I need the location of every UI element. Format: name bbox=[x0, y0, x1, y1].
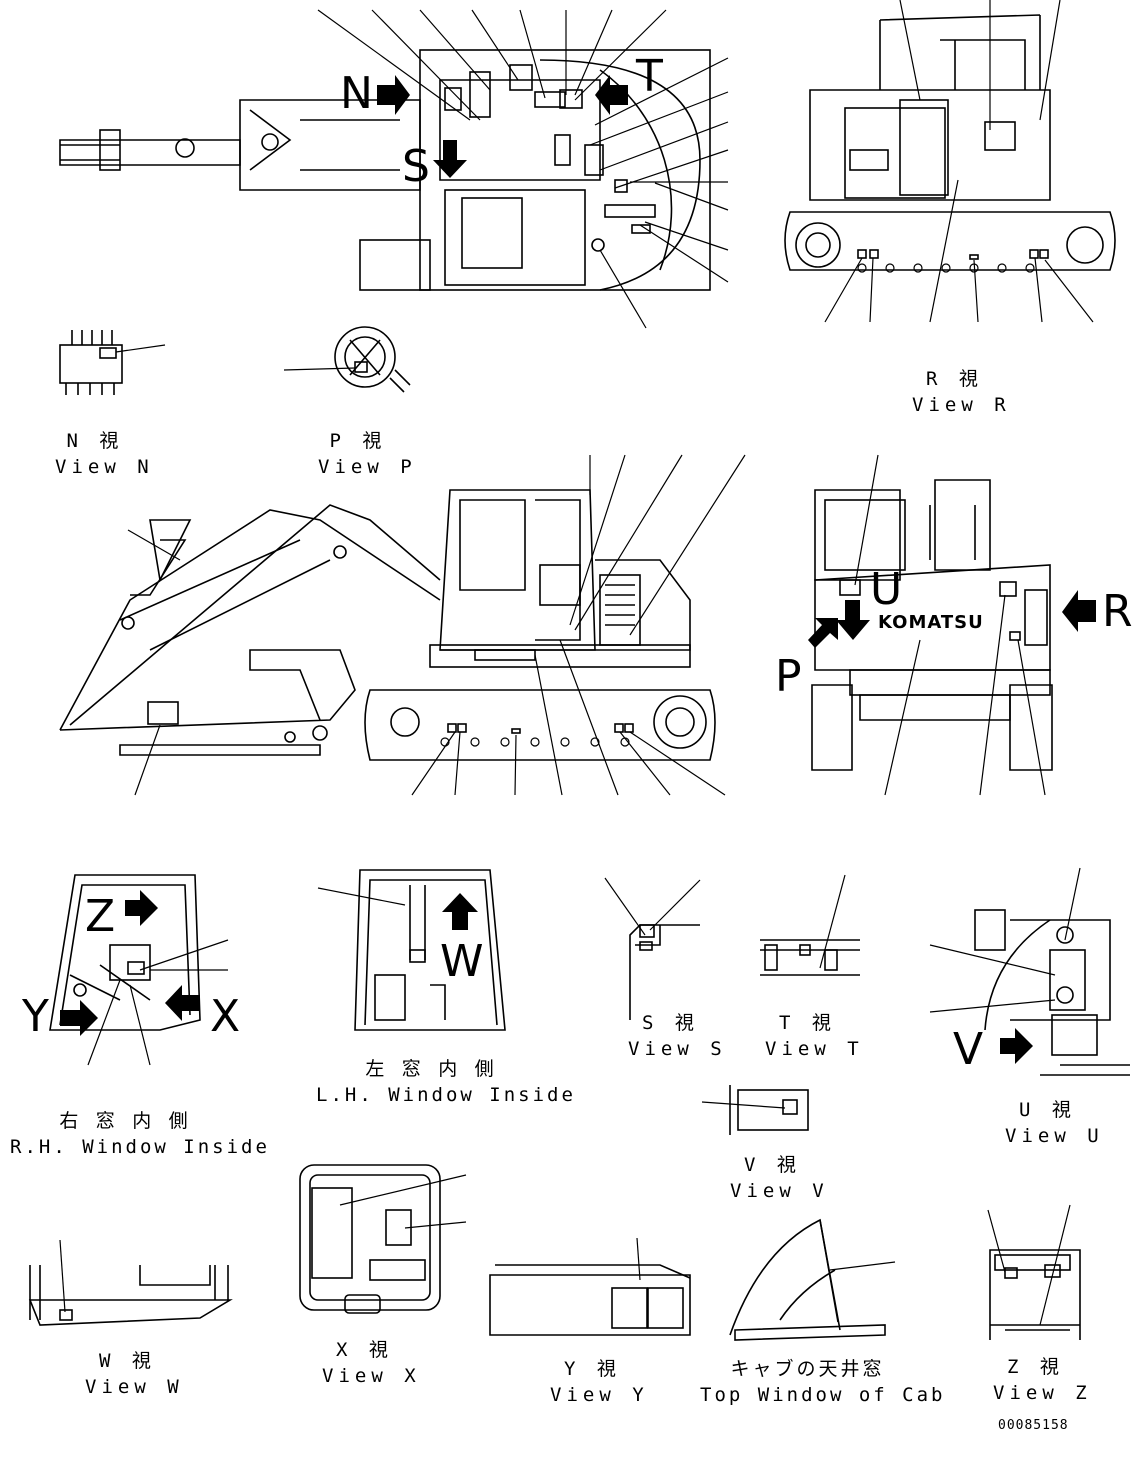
marker-p: P bbox=[775, 651, 802, 702]
caption-view-t: T 視 View T bbox=[765, 1010, 864, 1062]
front-view-leaders bbox=[854, 454, 1046, 796]
komatsu-brand-text: KOMATSU bbox=[878, 612, 984, 633]
view-n-drawing bbox=[59, 330, 166, 395]
marker-n: N bbox=[340, 68, 373, 119]
caption-view-z-jp: Z 視 bbox=[1007, 1356, 1064, 1378]
top-view-drawing bbox=[59, 49, 711, 291]
caption-view-r-jp: R 視 bbox=[926, 368, 983, 390]
caption-view-v-jp: V 視 bbox=[744, 1154, 801, 1176]
caption-lh-window-en: L.H. Window Inside bbox=[316, 1084, 576, 1106]
side-view-leaders bbox=[127, 454, 746, 796]
caption-top-window: キャブの天井窓 Top Window of Cab bbox=[700, 1356, 946, 1408]
caption-view-u: U 視 View U bbox=[1005, 1097, 1104, 1149]
caption-view-s-en: View S bbox=[628, 1038, 727, 1060]
caption-view-y-jp: Y 視 bbox=[564, 1358, 621, 1380]
marker-y: Y bbox=[22, 991, 49, 1042]
marker-r: R bbox=[1102, 586, 1133, 637]
caption-view-n-jp: N 視 bbox=[66, 430, 124, 452]
view-w-drawing bbox=[28, 1239, 233, 1326]
marker-u: U bbox=[870, 564, 903, 615]
caption-view-u-en: View U bbox=[1005, 1125, 1104, 1147]
caption-view-w: W 視 View W bbox=[85, 1348, 184, 1400]
caption-view-t-jp: T 視 bbox=[779, 1012, 836, 1034]
caption-view-w-jp: W 視 bbox=[99, 1350, 156, 1372]
top-view-arrows bbox=[377, 75, 628, 178]
caption-view-x-jp: X 視 bbox=[336, 1339, 393, 1361]
rh-window-drawing bbox=[49, 874, 201, 1031]
caption-view-v: V 視 View V bbox=[730, 1152, 829, 1204]
drawing-number: 00085158 bbox=[998, 1418, 1069, 1433]
caption-view-s-jp: S 視 bbox=[642, 1012, 699, 1034]
lh-window-drawing bbox=[354, 869, 506, 1031]
view-x-drawing bbox=[299, 1164, 467, 1314]
caption-view-p-jp: P 視 bbox=[329, 430, 387, 452]
caption-view-r-en: View R bbox=[912, 394, 1011, 416]
lh-window-arrows bbox=[442, 893, 478, 930]
marker-t: T bbox=[636, 51, 663, 102]
caption-top-window-en: Top Window of Cab bbox=[700, 1384, 946, 1406]
marker-w: W bbox=[440, 936, 484, 987]
caption-view-z-en: View Z bbox=[993, 1382, 1092, 1404]
caption-view-p-en: View P bbox=[318, 456, 417, 478]
view-z-drawing bbox=[987, 1204, 1081, 1340]
caption-view-n: N 視 View N bbox=[55, 428, 154, 480]
caption-view-t-en: View T bbox=[765, 1038, 864, 1060]
caption-top-window-jp: キャブの天井窓 bbox=[730, 1358, 885, 1380]
view-s-drawing bbox=[604, 877, 701, 1020]
top-window-drawing bbox=[729, 1218, 896, 1341]
caption-view-s: S 視 View S bbox=[628, 1010, 727, 1062]
caption-rh-window: 右 窓 内 側 R.H. Window Inside bbox=[10, 1108, 270, 1160]
front-view-arrows bbox=[808, 590, 1096, 648]
caption-view-y-en: View Y bbox=[550, 1384, 649, 1406]
caption-view-z: Z 視 View Z bbox=[993, 1354, 1092, 1406]
lh-window-leader bbox=[317, 887, 406, 906]
side-view-drawing bbox=[59, 489, 716, 761]
caption-lh-window-jp: 左 窓 内 側 bbox=[365, 1058, 497, 1080]
view-r-leaders bbox=[824, 0, 1094, 323]
view-u-drawing bbox=[929, 867, 1130, 1076]
view-r-drawing bbox=[784, 14, 1116, 273]
view-y-drawing bbox=[489, 1237, 691, 1336]
marker-x: X bbox=[210, 991, 241, 1042]
view-u-arrow bbox=[1000, 1028, 1033, 1064]
rh-window-leaders bbox=[87, 939, 229, 1066]
caption-view-n-en: View N bbox=[55, 456, 154, 478]
view-v-drawing bbox=[701, 1085, 809, 1135]
top-view-leaders bbox=[317, 9, 729, 329]
caption-view-r: R 視 View R bbox=[912, 366, 1011, 418]
caption-view-v-en: View V bbox=[730, 1180, 829, 1202]
caption-view-x: X 視 View X bbox=[322, 1337, 421, 1389]
caption-view-p: P 視 View P bbox=[318, 428, 417, 480]
caption-view-x-en: View X bbox=[322, 1365, 421, 1387]
marker-s: S bbox=[402, 141, 430, 192]
caption-rh-window-en: R.H. Window Inside bbox=[10, 1136, 270, 1158]
caption-view-w-en: View W bbox=[85, 1376, 184, 1398]
rh-window-arrows bbox=[60, 890, 200, 1036]
marker-v: V bbox=[953, 1024, 984, 1075]
marker-z: Z bbox=[85, 891, 116, 942]
caption-lh-window: 左 窓 内 側 L.H. Window Inside bbox=[316, 1056, 576, 1108]
caption-rh-window-jp: 右 窓 内 側 bbox=[59, 1110, 191, 1132]
view-p-drawing bbox=[283, 326, 411, 393]
caption-view-u-jp: U 視 bbox=[1019, 1099, 1076, 1121]
caption-view-y: Y 視 View Y bbox=[550, 1356, 649, 1408]
view-t-drawing bbox=[760, 874, 860, 976]
